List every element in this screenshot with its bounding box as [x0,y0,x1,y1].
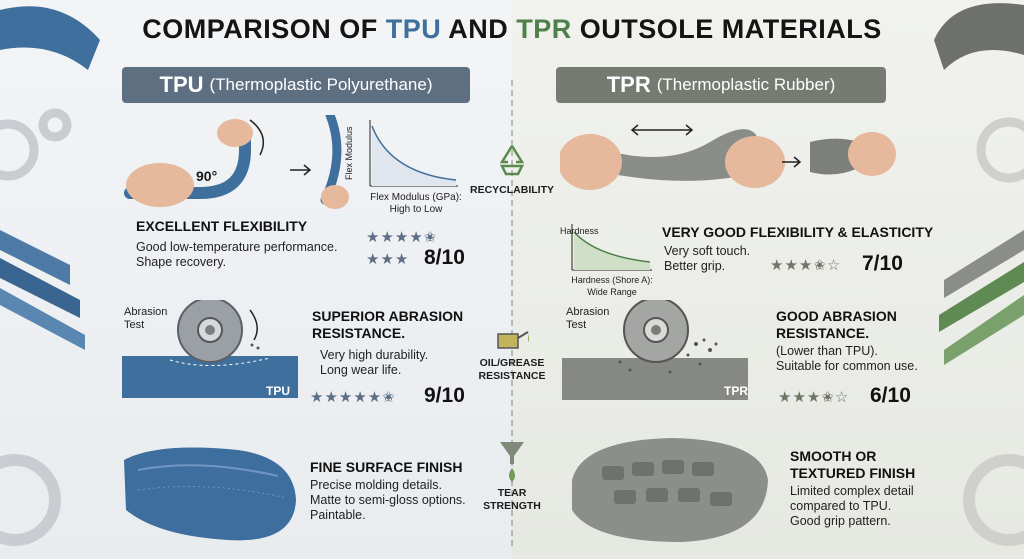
gear-icon-right [976,117,1024,183]
tpu-abrasion-score: 9/10 [424,384,465,407]
hand-icon [126,163,194,207]
tpu-flex-heading: EXCELLENT FLEXIBILITY [136,218,308,234]
tpu-chart-ylabel: Flex Modulus [344,126,354,180]
tpr-flex-desc: Very soft touch.Better grip. [664,244,751,273]
tpr-abrasion-illustration [562,300,748,400]
left-decoration [0,6,100,546]
tpu-chart-caption: Flex Modulus (GPa):High to Low [370,192,462,215]
tpr-sole-illustration [572,438,768,542]
tpr-flex-stars: ★★★✬☆ [770,257,842,274]
oil-can-icon [497,331,529,349]
hand-icon-4 [725,136,785,188]
tpu-flex-stars-row1: ★★★★✬ [366,229,438,246]
stretch-arrow-icon [630,124,694,136]
tpu-flex-stars-row2: ★★★ [366,251,410,268]
tpr-abrasion-stars: ★★★✬☆ [778,389,850,406]
tpu-abrasion-desc: Very high durability.Long wear life. [320,348,429,377]
tpr-flex-score: 7/10 [862,252,903,275]
gear-icon-bottom [0,454,61,546]
recycle-icon [499,145,525,176]
rotate-arrow-icon [249,119,265,156]
tpr-hardness-chart [571,224,652,271]
tpr-flex-heading: VERY GOOD FLEXIBILITY & ELASTICITY [662,224,934,240]
tpu-finish-heading: FINE SURFACE FINISH [310,459,463,475]
tpr-material-label: TPR [724,384,748,398]
tpu-sole-illustration [124,447,296,541]
tpu-flex-chart [369,120,458,187]
tpu-abrasion-illustration [122,300,298,398]
right-arrow-icon-tpr [782,156,802,168]
gear-icon [0,108,72,181]
tpr-chart-caption: Hardness (Shore A):Wide Range [571,275,653,297]
hand-icon-3 [560,134,622,190]
right-arrow-icon [290,164,312,176]
tpu-material-label: TPU [266,384,290,398]
tpu-finish-desc: Precise molding details.Matte to semi-gl… [310,478,466,522]
tear-drop-icon [500,442,524,482]
tpr-twist-illustration [560,124,896,190]
tpu-abrasion-stars: ★★★★★✬ [310,389,396,406]
tpr-header-pill: TPR(Thermoplastic Rubber) [556,67,886,103]
tpu-flex-desc: Good low-temperature performance.Shape r… [136,240,338,269]
tpr-abrasion-desc: (Lower than TPU).Suitable for common use… [776,344,918,373]
gear-icon-right-bottom [963,454,1024,546]
hand-icon-2 [217,119,253,147]
bend-angle-label: 90° [196,168,218,184]
tpr-abrasion-score: 6/10 [870,384,911,407]
tpu-bend-illustration [124,115,349,209]
right-decoration [934,3,1024,546]
page-title: COMPARISON OF TPU AND TPR OUTSOLE MATERI… [142,14,882,44]
center-divider [511,80,513,550]
recyclability-label: RECYCLABILITY [470,184,554,196]
tpu-flex-score: 8/10 [424,246,465,269]
gray-sheet-curl-icon [934,3,1024,71]
tpu-header-pill: TPU(Thermoplastic Polyurethane) [122,67,470,103]
tpr-chart-ylabel: Hardness [560,226,599,236]
blue-sheet-curl-icon [0,6,100,70]
